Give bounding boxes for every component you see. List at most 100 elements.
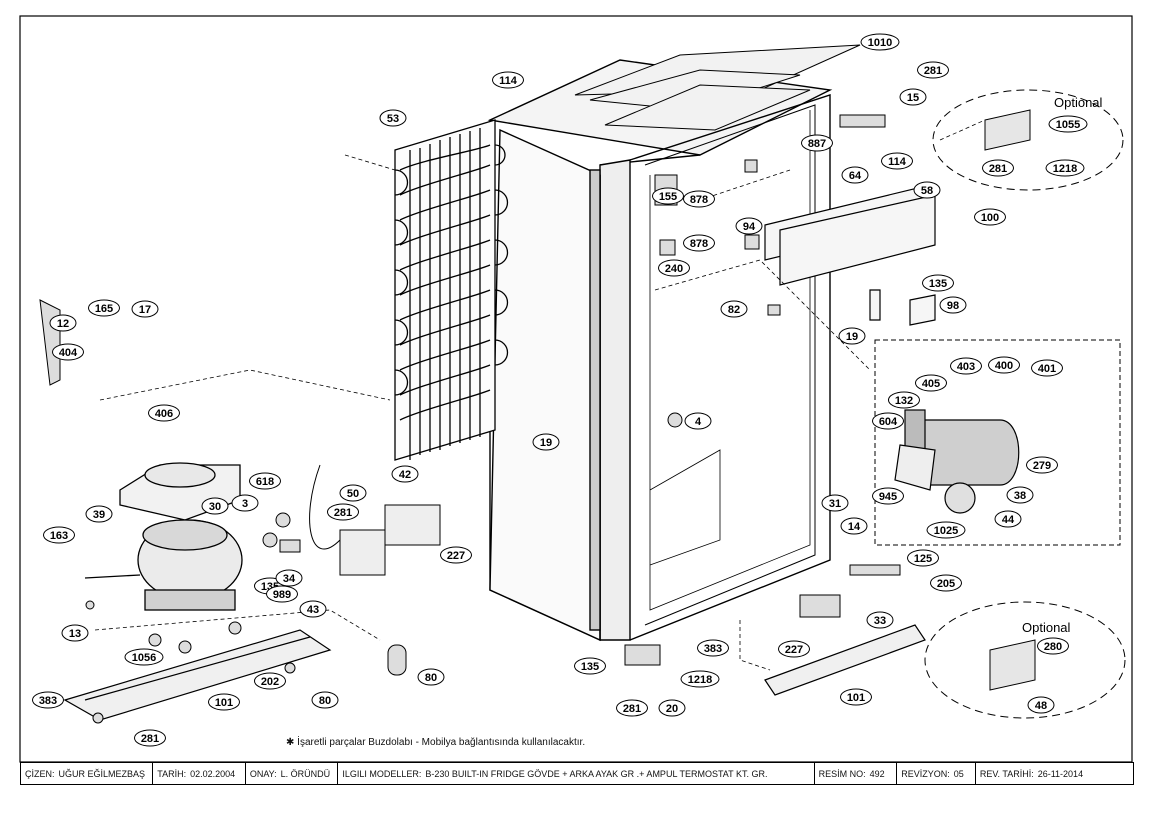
callout-number: 1055	[1056, 119, 1080, 131]
callout-42: 42	[391, 465, 419, 483]
callout-64: 64	[841, 166, 869, 184]
callout-945: 945	[872, 487, 904, 505]
callout-38: 38	[1006, 486, 1034, 504]
callout-bubble	[658, 699, 686, 717]
callout-number: 20	[666, 703, 678, 715]
callout-number: 3	[242, 498, 248, 510]
callout-bubble	[930, 574, 962, 592]
callout-number: 31	[829, 498, 841, 510]
callout-number: 44	[1002, 514, 1015, 526]
leader-lines	[94, 119, 986, 671]
callout-bubble	[492, 71, 524, 89]
rev-date-value: 26-11-2014	[1037, 768, 1084, 779]
top-plates	[574, 44, 861, 131]
callout-number: 202	[261, 676, 279, 688]
callout-bubble	[1048, 115, 1088, 133]
callout-878: 878	[683, 234, 715, 252]
optional-ellipse-top	[932, 89, 1124, 191]
callout-31: 31	[821, 494, 849, 512]
callout-53: 53	[379, 109, 407, 127]
callout-1055: 1055	[1048, 115, 1088, 133]
callout-bubble	[1006, 486, 1034, 504]
callout-number: 945	[879, 491, 897, 503]
callout-bubble	[994, 510, 1022, 528]
callout-383: 383	[697, 639, 729, 657]
optional-label-top: Optional	[1054, 95, 1103, 110]
callout-number: 163	[50, 530, 68, 542]
callout-number: 82	[728, 304, 740, 316]
callout-100: 100	[974, 208, 1006, 226]
callout-number: 114	[888, 156, 907, 168]
callout-1218: 1218	[680, 670, 720, 688]
optional-ellipse-bottom	[924, 601, 1126, 719]
callout-number: 989	[273, 589, 291, 601]
callout-281: 281	[134, 729, 166, 747]
callout-number: 280	[1044, 641, 1062, 653]
callout-114: 114	[492, 71, 524, 89]
callout-bubble	[124, 648, 164, 666]
callout-44: 44	[994, 510, 1022, 528]
callout-number: 14	[848, 521, 861, 533]
callout-19: 19	[532, 433, 560, 451]
callout-4: 4	[684, 412, 712, 430]
callout-number: 281	[141, 733, 159, 745]
callout-50: 50	[339, 484, 367, 502]
callout-bubble	[922, 274, 954, 292]
callout-12: 12	[49, 314, 77, 332]
callout-number: 15	[907, 92, 919, 104]
callout-number: 125	[914, 553, 932, 565]
date-label: TARİH:	[157, 768, 187, 779]
callout-14: 14	[840, 517, 868, 535]
callout-1056: 1056	[124, 648, 164, 666]
callout-number: 240	[665, 263, 683, 275]
callout-1010: 1010	[860, 33, 900, 51]
approval-label: ONAY:	[249, 768, 277, 779]
callout-number: 878	[690, 194, 708, 206]
callout-98: 98	[939, 296, 967, 314]
callout-number: 19	[540, 437, 552, 449]
callout-43: 43	[299, 600, 327, 618]
approval-value: L. ÖRÜNDÜ	[280, 768, 331, 779]
callout-bubble	[866, 611, 894, 629]
callout-155: 155	[652, 187, 684, 205]
callout-bubble	[49, 314, 77, 332]
lamp-thermostat-inset	[874, 339, 1121, 546]
callout-number: 618	[256, 476, 274, 488]
callout-80: 80	[417, 668, 445, 686]
callout-number: 404	[59, 347, 78, 359]
callout-bubble	[778, 640, 810, 658]
callout-bubble	[574, 657, 606, 675]
callout-bubble	[201, 497, 229, 515]
callout-number: 383	[704, 643, 722, 655]
condenser-coil	[394, 119, 509, 461]
callout-number: 1025	[934, 525, 958, 537]
callout-bubble	[391, 465, 419, 483]
callout-125: 125	[907, 549, 939, 567]
callout-number: 604	[879, 416, 898, 428]
callout-number: 100	[981, 212, 999, 224]
small-parts	[39, 114, 901, 724]
callout-94: 94	[735, 217, 763, 235]
callout-number: 114	[499, 75, 518, 87]
callout-80: 80	[311, 691, 339, 709]
lamp-housing	[894, 409, 1020, 514]
callout-bubble	[683, 234, 715, 252]
callout-number: 132	[895, 395, 913, 407]
models-value: B-230 BUILT-IN FRIDGE GÖVDE + ARKA AYAK …	[425, 768, 768, 779]
callout-82: 82	[720, 300, 748, 318]
callout-48: 48	[1027, 696, 1055, 714]
callout-number: 50	[347, 488, 359, 500]
drawing-no-value: 492	[869, 768, 885, 779]
callout-bubble	[899, 88, 927, 106]
callout-number: 1218	[1053, 163, 1077, 175]
callout-bubble	[917, 61, 949, 79]
callout-number: 94	[743, 221, 756, 233]
callout-132: 132	[888, 391, 920, 409]
callout-33: 33	[866, 611, 894, 629]
callout-bubble	[907, 549, 939, 567]
drawn-by-value: UĞUR EĞİLMEZBAŞ	[58, 768, 146, 779]
callout-bubble	[913, 181, 941, 199]
models-label: ILGILI MODELLER:	[342, 768, 422, 779]
